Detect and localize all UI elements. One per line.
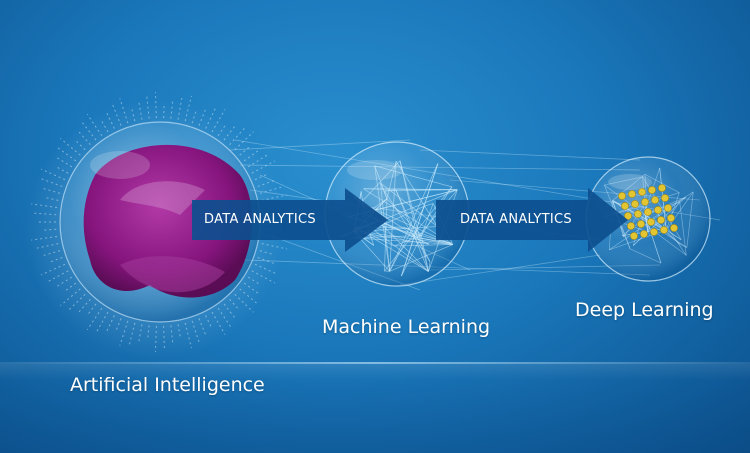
arrow-ai-to-ml: [192, 188, 388, 252]
ai-data-ring: [31, 92, 288, 352]
horizon-line: [0, 362, 750, 364]
ai-core-shape: [83, 144, 252, 298]
ml-sphere: [324, 141, 470, 287]
arrow-label-ml-to-dl: DATA ANALYTICS: [460, 212, 572, 227]
node-label-artificial-intelligence: Artificial Intelligence: [70, 374, 265, 396]
dl-sphere: [585, 156, 711, 282]
arrow-label-ai-to-ml: DATA ANALYTICS: [204, 212, 316, 227]
dl-core-lattice: [618, 184, 678, 240]
arrow-ml-to-dl: [436, 188, 628, 252]
floor-reflection: [0, 362, 750, 453]
node-label-machine-learning: Machine Learning: [322, 316, 491, 338]
node-label-deep-learning: Deep Learning: [575, 299, 714, 321]
ai-sphere: [25, 92, 288, 360]
